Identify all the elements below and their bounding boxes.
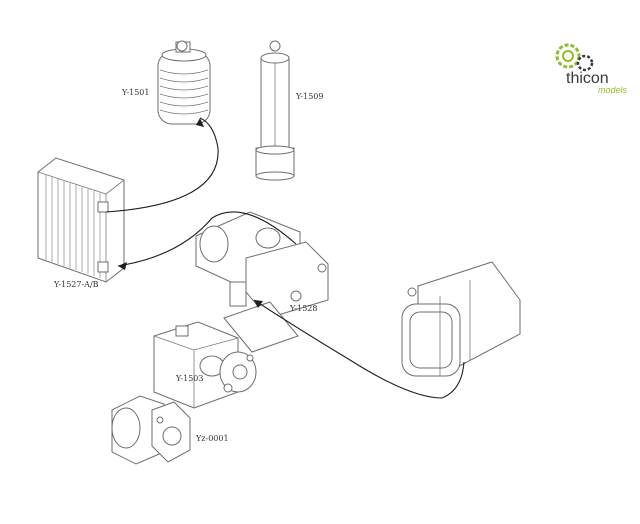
hydraulic-hoses (105, 117, 465, 399)
part-label-y1509: Y-1509 (296, 92, 324, 101)
part-label-yz0001: Yz-0001 (196, 434, 229, 443)
hydraulic-cylinder-icon (255, 40, 295, 181)
brand-subtitle: models (598, 85, 628, 95)
oil-cooler-icon (37, 157, 125, 283)
hydraulic-tank-icon (401, 261, 521, 377)
part-label-y1503: Y-1503 (176, 374, 204, 383)
thicon-logo-icon (555, 43, 594, 72)
arrowhead-icon (254, 300, 263, 308)
hose-cooler-to-accumulator (105, 117, 219, 213)
hydraulic-pump-icon (195, 211, 329, 353)
electric-motor-icon (111, 395, 191, 465)
arrowhead-icon (118, 262, 127, 270)
control-valve-icon (153, 321, 257, 409)
part-label-y1528: Y-1528 (290, 304, 318, 313)
hose-tank-to-pump (253, 299, 465, 399)
part-label-y1527: Y-1527-A/B (54, 280, 99, 289)
hose-pump-to-cooler (117, 211, 297, 267)
brand-name: thicon (566, 70, 609, 87)
accumulator-icon (157, 40, 211, 125)
part-label-y1501: Y-1501 (122, 88, 150, 97)
arrowhead-icon (196, 118, 204, 127)
